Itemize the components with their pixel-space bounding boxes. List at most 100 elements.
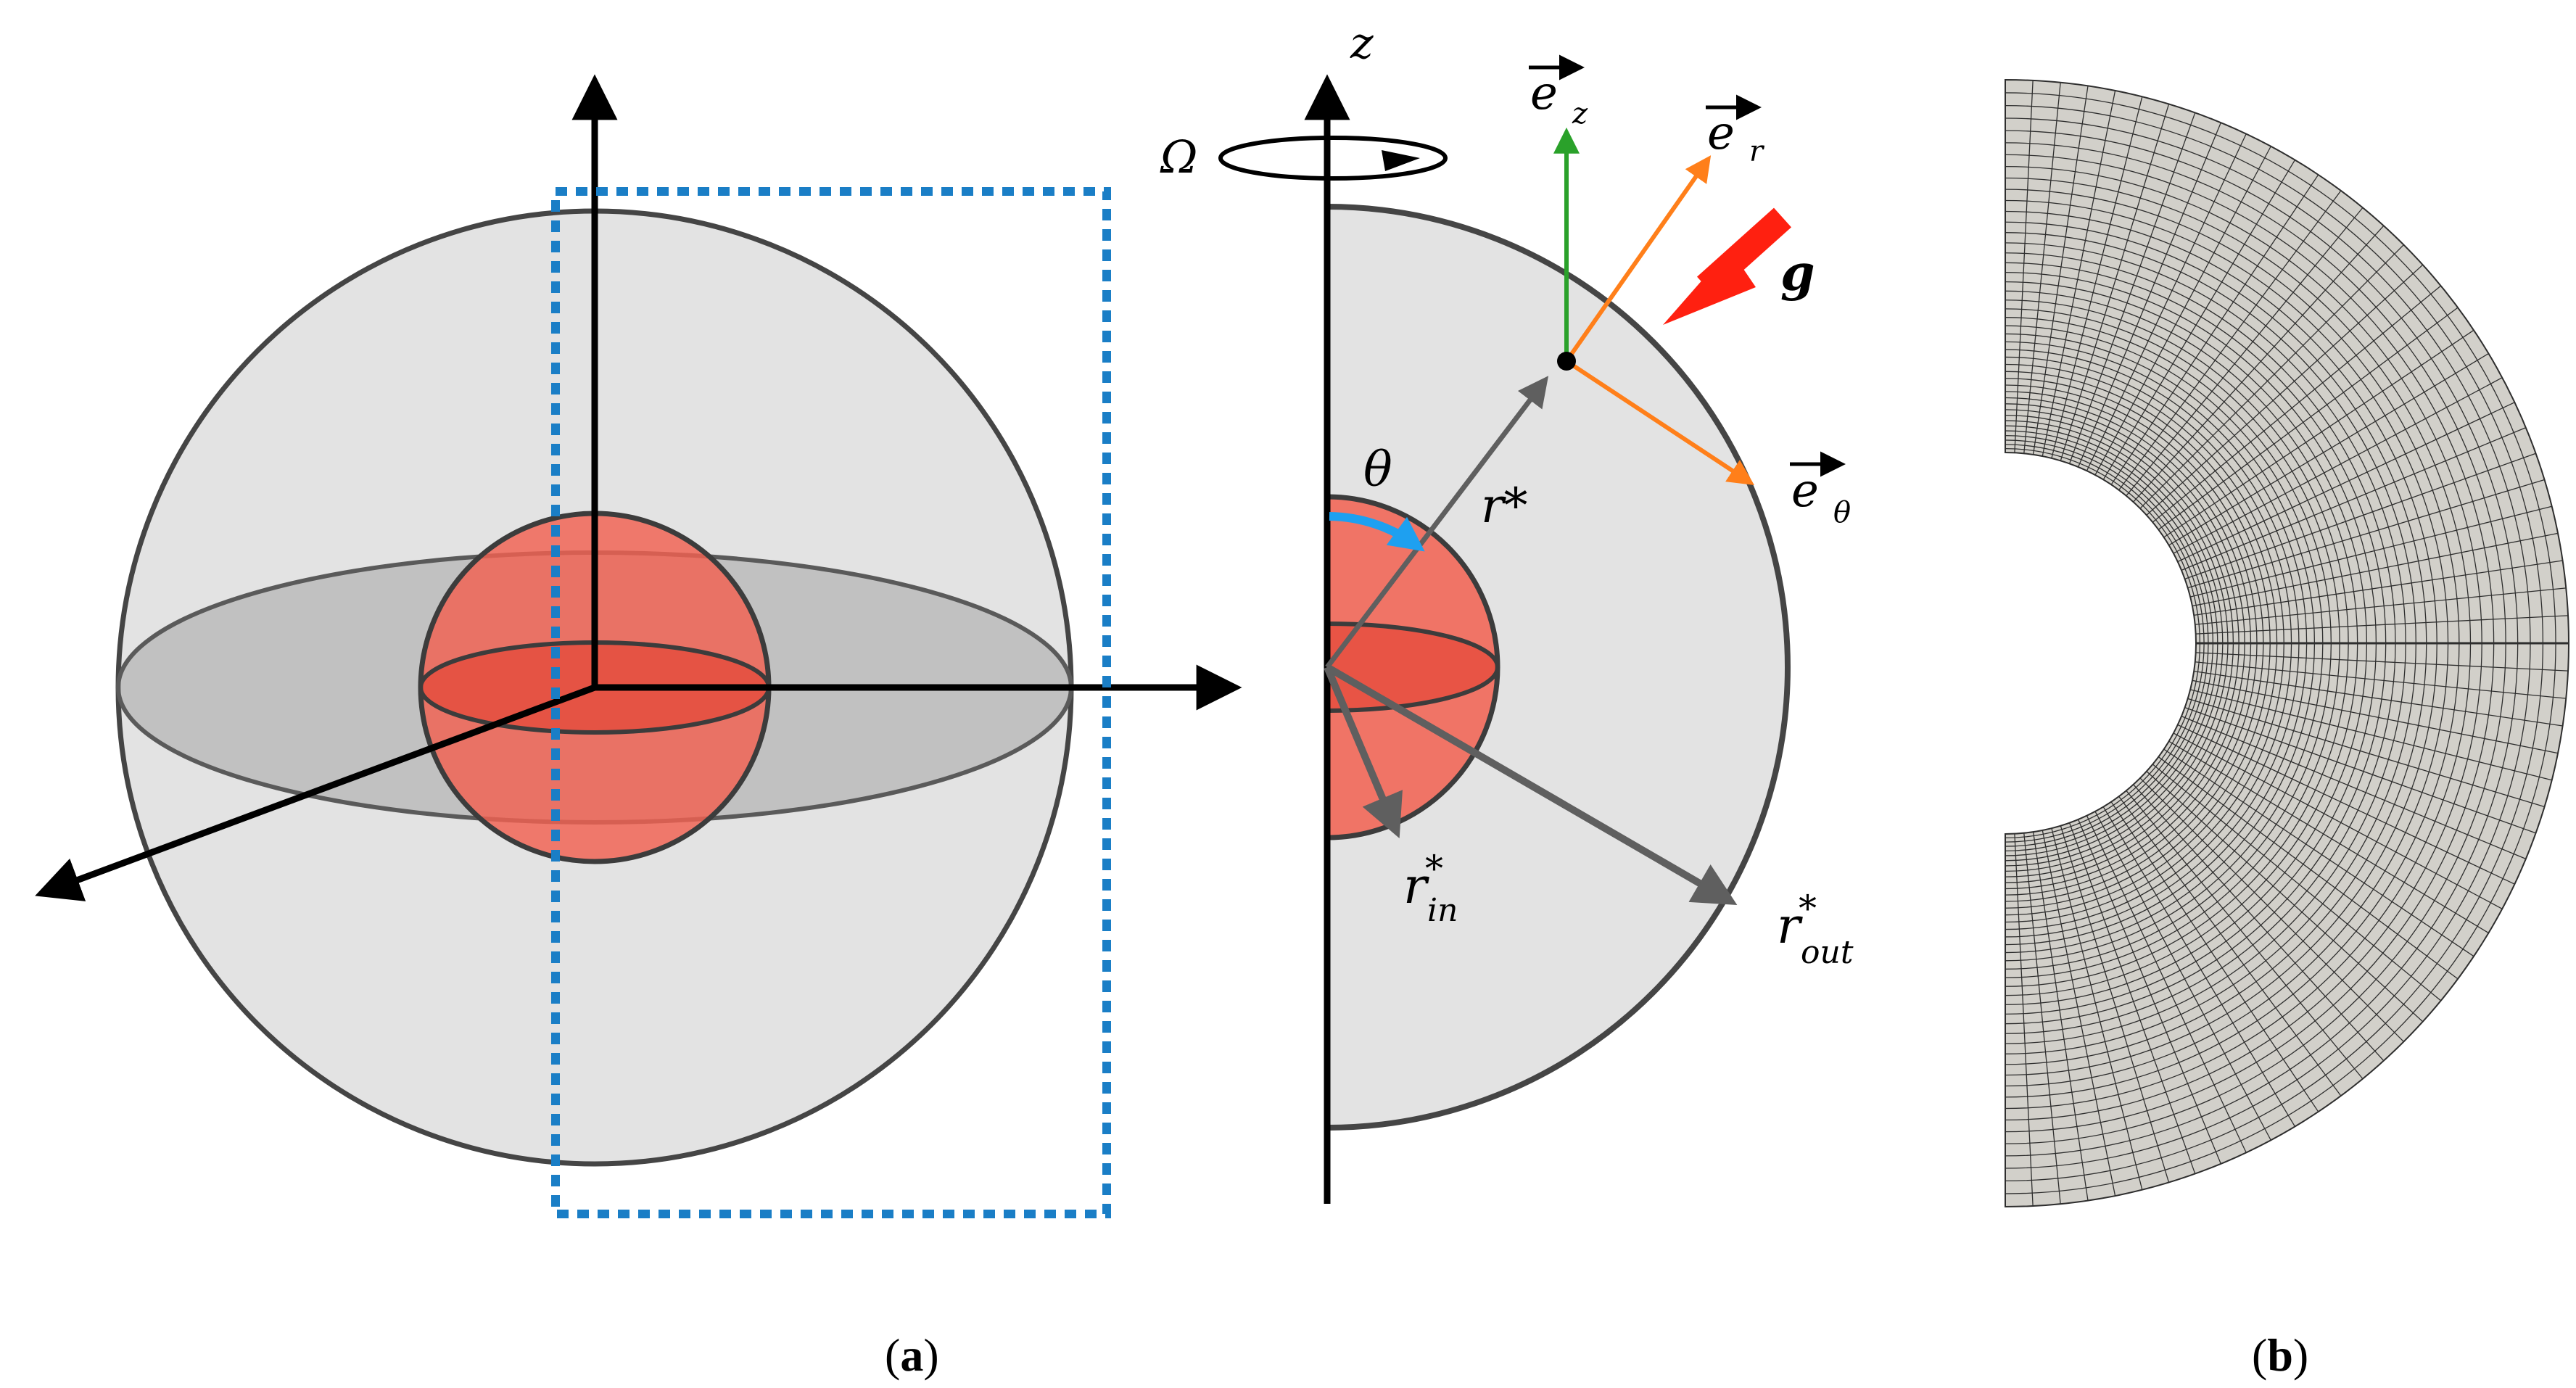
svg-text:r: r [1403,858,1429,915]
mesh-spoke [2192,532,2559,607]
svg-text:in: in [1427,892,1458,929]
mesh-spoke [2177,724,2515,885]
mesh-spoke [2177,402,2515,563]
omega-label: Ω [1160,131,1197,183]
r-out-label: r * out [1777,888,1854,971]
rotation-arrow-icon [1218,136,1448,181]
mesh-spoke [2158,307,2459,530]
mesh-spoke [2181,427,2527,571]
mesh-spoke [2168,740,2489,934]
mesh-spoke [2181,716,2527,859]
mesh-spoke [2014,833,2034,1207]
mesh-spoke [2195,661,2567,699]
svg-text:*: * [1799,888,1817,930]
r-out-arrow [1325,664,1738,906]
mesh-spoke [2032,86,2089,455]
er-vector [1564,155,1712,363]
etheta-label: e θ [1790,451,1851,529]
mesh-spoke [2086,815,2247,1153]
svg-text:out: out [1801,934,1854,971]
mesh-spoke [2187,698,2545,808]
mesh-spoke [2139,244,2404,509]
svg-text:θ: θ [1833,496,1851,529]
mesh-spoke [2184,453,2536,580]
svg-text:*: * [1425,848,1443,890]
svg-text:e: e [1791,464,1819,518]
mesh-spoke [2194,670,2563,727]
mesh-spoke [2152,764,2442,1001]
mesh-spoke [2184,706,2536,834]
mesh-spoke [2192,679,2559,754]
sphere-3d [35,74,1242,1218]
mesh-spoke [2086,133,2247,471]
mesh-spoke [2032,832,2089,1201]
mesh-spoke [2042,830,2116,1197]
outer-shell-half [1327,204,1791,1131]
r-star-label: r* [1481,478,1528,534]
svg-text:r: r [1777,898,1803,955]
mesh-spoke [2102,806,2296,1127]
er-label: e r [1706,94,1765,168]
mesh-spoke [2118,796,2342,1096]
mesh-spoke [2110,174,2319,485]
mesh-panel [2005,78,2569,1208]
mesh-spoke [2068,112,2196,464]
mesh-spoke [2068,822,2196,1174]
mesh-spoke [2195,615,2569,635]
mesh-spoke [2051,96,2143,459]
mesh-spoke [2139,777,2404,1042]
point-marker [1557,352,1576,371]
z-label: z [1350,18,1374,69]
mesh-spoke [2023,833,2061,1205]
svg-text:e: e [1530,67,1558,120]
gravity-arrow-icon [1663,207,1792,325]
mesh-spoke [2042,90,2116,457]
etheta-vector [1565,359,1755,485]
mesh-spoke [2158,756,2459,980]
mesh-spoke [2023,82,2061,454]
svg-text:r: r [1749,135,1765,168]
mesh-spoke [2060,825,2170,1183]
mesh-spoke [2014,80,2034,453]
mesh-spoke [2078,122,2221,468]
mesh-spoke [2146,264,2424,516]
mesh-spoke [2133,784,2385,1062]
svg-text:e: e [1707,107,1735,160]
r-in-arrow [1324,666,1403,839]
r-star-arrow [1325,376,1549,669]
theta-label: θ [1363,442,1392,497]
mesh-spoke [2195,587,2567,625]
mesh-spoke [2163,748,2474,957]
mesh-spoke [2094,811,2271,1141]
mesh-spoke [2163,329,2474,538]
caption-a: (a) [885,1329,939,1381]
oblique-axis-arrow [35,684,596,901]
mesh-spoke [2133,225,2385,503]
g-label: g [1780,244,1815,302]
mesh-spoke [2126,207,2364,497]
r-in-label: r * in [1403,848,1458,929]
theta-arc [1329,512,1425,552]
mesh-spoke [2094,146,2271,476]
ez-label: e z [1529,54,1588,131]
mesh-spoke [2118,190,2342,491]
mesh-spoke [2110,801,2319,1112]
mesh-spoke [2173,377,2503,554]
mesh-spoke [2189,689,2552,781]
selection-box [551,187,1111,1218]
mesh-spoke [2060,104,2170,461]
mesh-spoke [2189,505,2552,598]
mesh-spoke [2051,827,2143,1190]
mesh-spoke [2195,652,2569,672]
mesh-spoke [2078,819,2221,1165]
mesh-spoke [2194,560,2563,616]
caption-b: (b) [2252,1329,2308,1381]
half-section: z Ω e z e r e θ g θ r* r * in r * out [1160,18,1854,1204]
mesh-spoke [2152,285,2442,523]
mesh-spoke [2168,352,2489,546]
mesh-spoke [2102,160,2296,480]
mesh-spoke [2173,732,2503,909]
svg-text:z: z [1572,97,1588,131]
mesh-spoke [2126,790,2364,1080]
